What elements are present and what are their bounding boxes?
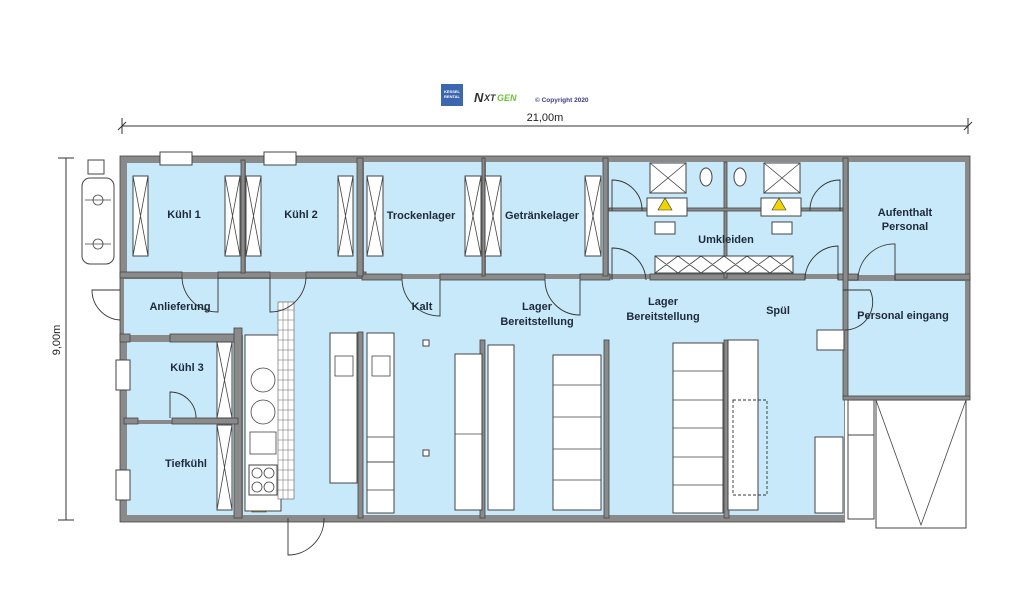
room-label-kuehl-3: Kühl 3 [170, 362, 204, 374]
svg-text:N: N [474, 90, 484, 105]
room-label-getraenkelager: Getränkelager [505, 210, 580, 222]
kitchen-equipment [244, 301, 844, 514]
room-aufenthalt [849, 162, 965, 275]
storage-racks [552, 342, 724, 514]
room-label-bereitstellung-2: Bereitstellung [626, 311, 699, 323]
room-label-lager-1: Lager [522, 301, 553, 313]
lockers [653, 255, 795, 274]
svg-text:GEN: GEN [497, 93, 517, 103]
room-label-kalt: Kalt [412, 301, 433, 313]
room-label-aufenthalt: Aufenthalt [878, 207, 933, 219]
room-label-personal: Personal [882, 221, 928, 233]
room-label-kuehl-2: Kühl 2 [284, 209, 318, 221]
room-label-trockenlager: Trockenlager [387, 210, 456, 222]
room-trockenlager [364, 162, 482, 274]
room-getraenkelager [486, 162, 603, 274]
sanitary-fixtures [646, 162, 845, 351]
depth-dimension-label: 9,00m [51, 325, 63, 356]
windows [115, 151, 297, 501]
svg-text:XT: XT [483, 93, 497, 103]
copyright-text: © Copyright 2020 [535, 96, 589, 104]
depth-dimension-line [58, 157, 74, 521]
room-label-personal-eingang: Personal eingang [857, 310, 949, 322]
doors[interactable] [91, 179, 896, 556]
outdoor-unit [81, 159, 115, 265]
svg-text:KESSEL: KESSEL [444, 89, 461, 94]
room-label-umkleiden: Umkleiden [698, 234, 754, 246]
room-label-tiefkuehl: Tiefkühl [165, 458, 207, 470]
room-label-lager-2: Lager [648, 296, 679, 308]
nxtgen-logo: N XT GEN [474, 90, 517, 105]
room-label-bereitstellung-1: Bereitstellung [500, 316, 573, 328]
room-label-kuehl-1: Kühl 1 [167, 209, 201, 221]
room-label-anlieferung: Anlieferung [149, 301, 210, 313]
room-label-spuel: Spül [766, 305, 790, 317]
room-personal-eingang [848, 281, 965, 396]
ramp [847, 399, 967, 529]
kessel-rental-logo: KESSEL RENTAL [441, 84, 463, 106]
width-dimension-label: 21,00m [527, 112, 564, 124]
shelving [132, 175, 602, 511]
svg-text:RENTAL: RENTAL [444, 94, 460, 99]
width-dimension-line [117, 118, 973, 134]
